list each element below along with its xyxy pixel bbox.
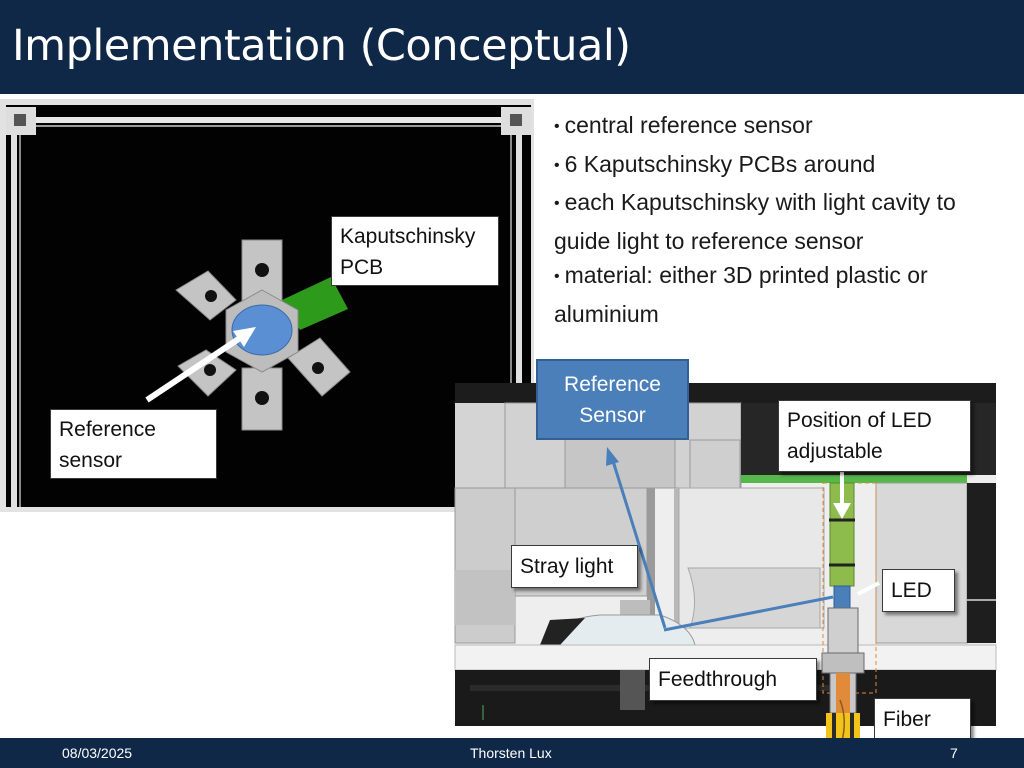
feedthrough-label: Feedthrough bbox=[649, 658, 817, 701]
stray-light-label: Stray light bbox=[511, 545, 638, 588]
kaputschinsky-pcb-label: Kaputschinsky PCB bbox=[331, 216, 499, 286]
footer-date: 08/03/2025 bbox=[62, 745, 133, 761]
fiber-label: Fiber bbox=[874, 698, 971, 741]
footer-author: Thorsten Lux bbox=[470, 745, 552, 761]
reference-sensor-box: Reference Sensor bbox=[536, 359, 689, 440]
reference-sensor-label: Reference sensor bbox=[50, 409, 217, 479]
bullet-item: material: either 3D printed plastic or a… bbox=[554, 258, 1014, 331]
led-position-label: Position of LED adjustable bbox=[778, 400, 971, 472]
bullet-item: central reference sensor bbox=[554, 108, 1014, 147]
footer-bar: 08/03/2025 Thorsten Lux 7 bbox=[0, 738, 1024, 768]
page-number: 7 bbox=[950, 745, 958, 761]
bullet-item: 6 Kaputschinsky PCBs around bbox=[554, 147, 1014, 186]
bullet-list: central reference sensor 6 Kaputschinsky… bbox=[554, 108, 1014, 331]
title-bar: Implementation (Conceptual) bbox=[0, 0, 1024, 94]
slide-title: Implementation (Conceptual) bbox=[12, 21, 631, 71]
led-label: LED bbox=[882, 569, 955, 612]
bullet-item: each Kaputschinsky with light cavity to … bbox=[554, 185, 1014, 258]
